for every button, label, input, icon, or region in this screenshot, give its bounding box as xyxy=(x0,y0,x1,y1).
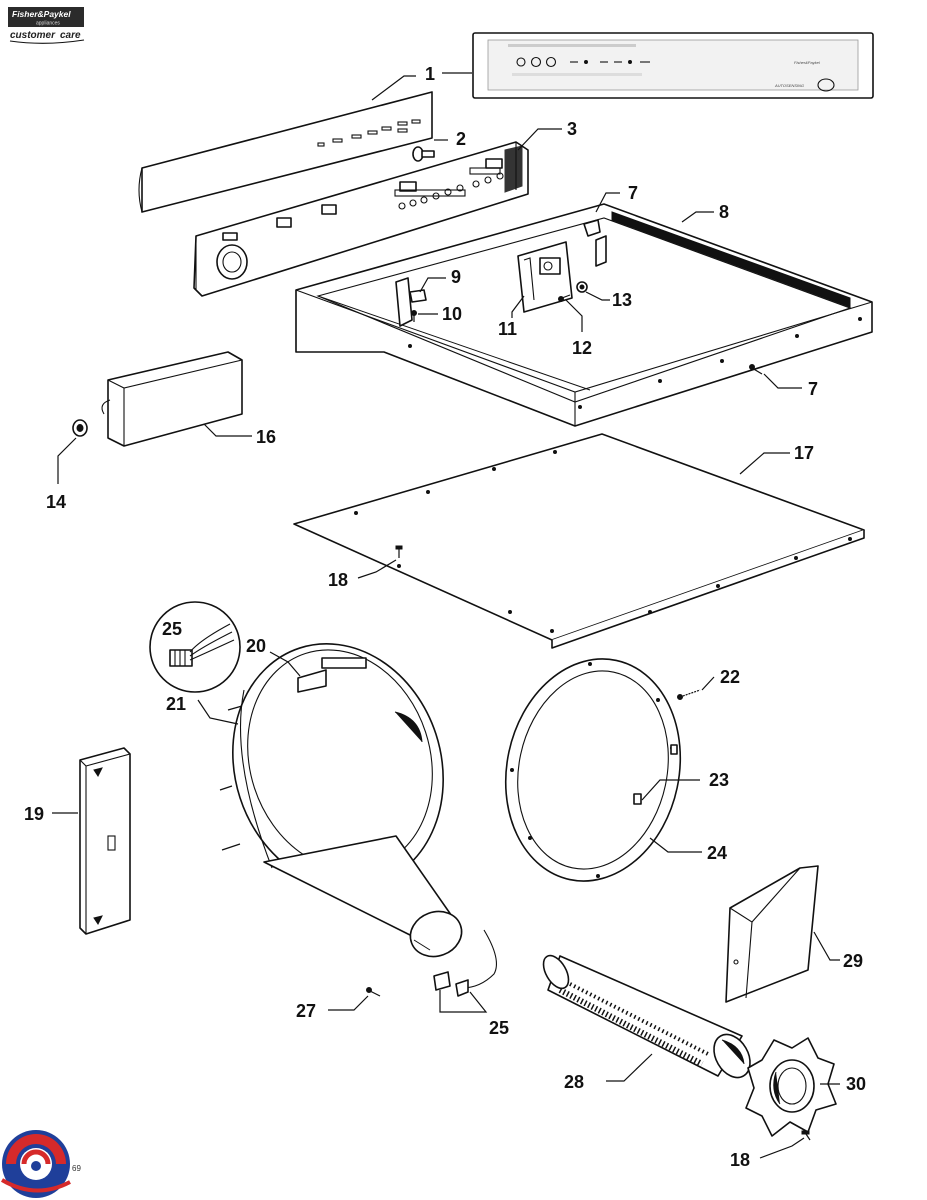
leader-lines xyxy=(52,72,840,1159)
brand-name: Fisher&Paykel xyxy=(12,9,71,19)
callout-30: 30 xyxy=(846,1074,866,1094)
fisher-paykel-logo: Fisher&Paykel appliances xyxy=(8,7,84,27)
part-24-front-bulkhead xyxy=(504,658,682,882)
callout-labels: 1 2 3 7 8 9 10 11 12 13 7 14 16 17 18 25… xyxy=(24,64,866,1170)
part-10-screw xyxy=(411,310,417,322)
footer-swirl-logo xyxy=(0,1130,71,1198)
callout-16: 16 xyxy=(256,427,276,447)
part-9-clip xyxy=(409,289,427,303)
part-12-screw xyxy=(558,294,571,302)
part-29-duct xyxy=(725,865,819,1003)
callout-27: 27 xyxy=(296,1001,316,1021)
callout-7-top: 7 xyxy=(628,183,638,203)
part-14-strain-relief xyxy=(72,419,88,437)
part-18-screw-top xyxy=(395,545,403,558)
part-11-bracket xyxy=(517,241,573,313)
callout-8: 8 xyxy=(719,202,729,222)
part-20-clip xyxy=(297,657,367,693)
part-19-bracket xyxy=(79,747,131,935)
control-panel-inset: Fisher&Paykel AUTOSENSING xyxy=(472,32,874,99)
part-27-screw xyxy=(366,987,381,997)
part-7-clip xyxy=(583,219,601,237)
callout-25-inset: 25 xyxy=(162,619,182,639)
callout-13: 13 xyxy=(612,290,632,310)
callout-22: 22 xyxy=(720,667,740,687)
part-18-screw-bottom xyxy=(801,1130,811,1141)
part-1-fascia xyxy=(138,91,433,213)
callout-2: 2 xyxy=(456,129,466,149)
callout-18-top: 18 xyxy=(328,570,348,590)
brand-tagline: appliances xyxy=(36,21,60,27)
callout-20: 20 xyxy=(246,636,266,656)
customer-care-prefix: customer xyxy=(10,30,56,41)
inset-brand: Fisher&Paykel xyxy=(794,60,820,65)
callout-1: 1 xyxy=(425,64,435,84)
part-7-screw xyxy=(749,364,763,375)
part-17-top-panel xyxy=(293,433,865,649)
part-16-terminal-block-box xyxy=(101,351,243,447)
customer-care-suffix: care xyxy=(60,30,81,41)
part-25-thermal-wire xyxy=(433,929,497,997)
part-23-slide xyxy=(633,744,678,805)
callout-9: 9 xyxy=(451,267,461,287)
callout-29: 29 xyxy=(843,951,863,971)
part-22-screw xyxy=(677,689,701,700)
callout-19: 19 xyxy=(24,804,44,824)
callout-28: 28 xyxy=(564,1072,584,1092)
callout-14: 14 xyxy=(46,492,66,512)
part-30-flange xyxy=(745,1037,837,1137)
part-25-harness-inset xyxy=(149,601,241,693)
part-2-knob xyxy=(412,146,435,162)
callout-12: 12 xyxy=(572,338,592,358)
callout-3: 3 xyxy=(567,119,577,139)
part-13-grommet xyxy=(576,281,588,293)
part-28-lint-duct xyxy=(542,954,751,1079)
customer-care-logo: customer care xyxy=(9,30,85,44)
callout-17: 17 xyxy=(794,443,814,463)
callout-10: 10 xyxy=(442,304,462,324)
callout-18-bottom: 18 xyxy=(730,1150,750,1170)
page-code: 69 xyxy=(72,1164,81,1173)
callout-11: 11 xyxy=(498,319,517,339)
part-3-console xyxy=(193,141,529,297)
inset-script: AUTOSENSING xyxy=(774,83,804,88)
callout-25-bottom: 25 xyxy=(489,1018,509,1038)
callout-7-right: 7 xyxy=(808,379,818,399)
part-21-rear-bulkhead xyxy=(219,643,463,958)
callout-24: 24 xyxy=(707,843,727,863)
part-8-cabinet-top xyxy=(295,203,873,427)
callout-23: 23 xyxy=(709,770,729,790)
callout-21: 21 xyxy=(166,694,186,714)
